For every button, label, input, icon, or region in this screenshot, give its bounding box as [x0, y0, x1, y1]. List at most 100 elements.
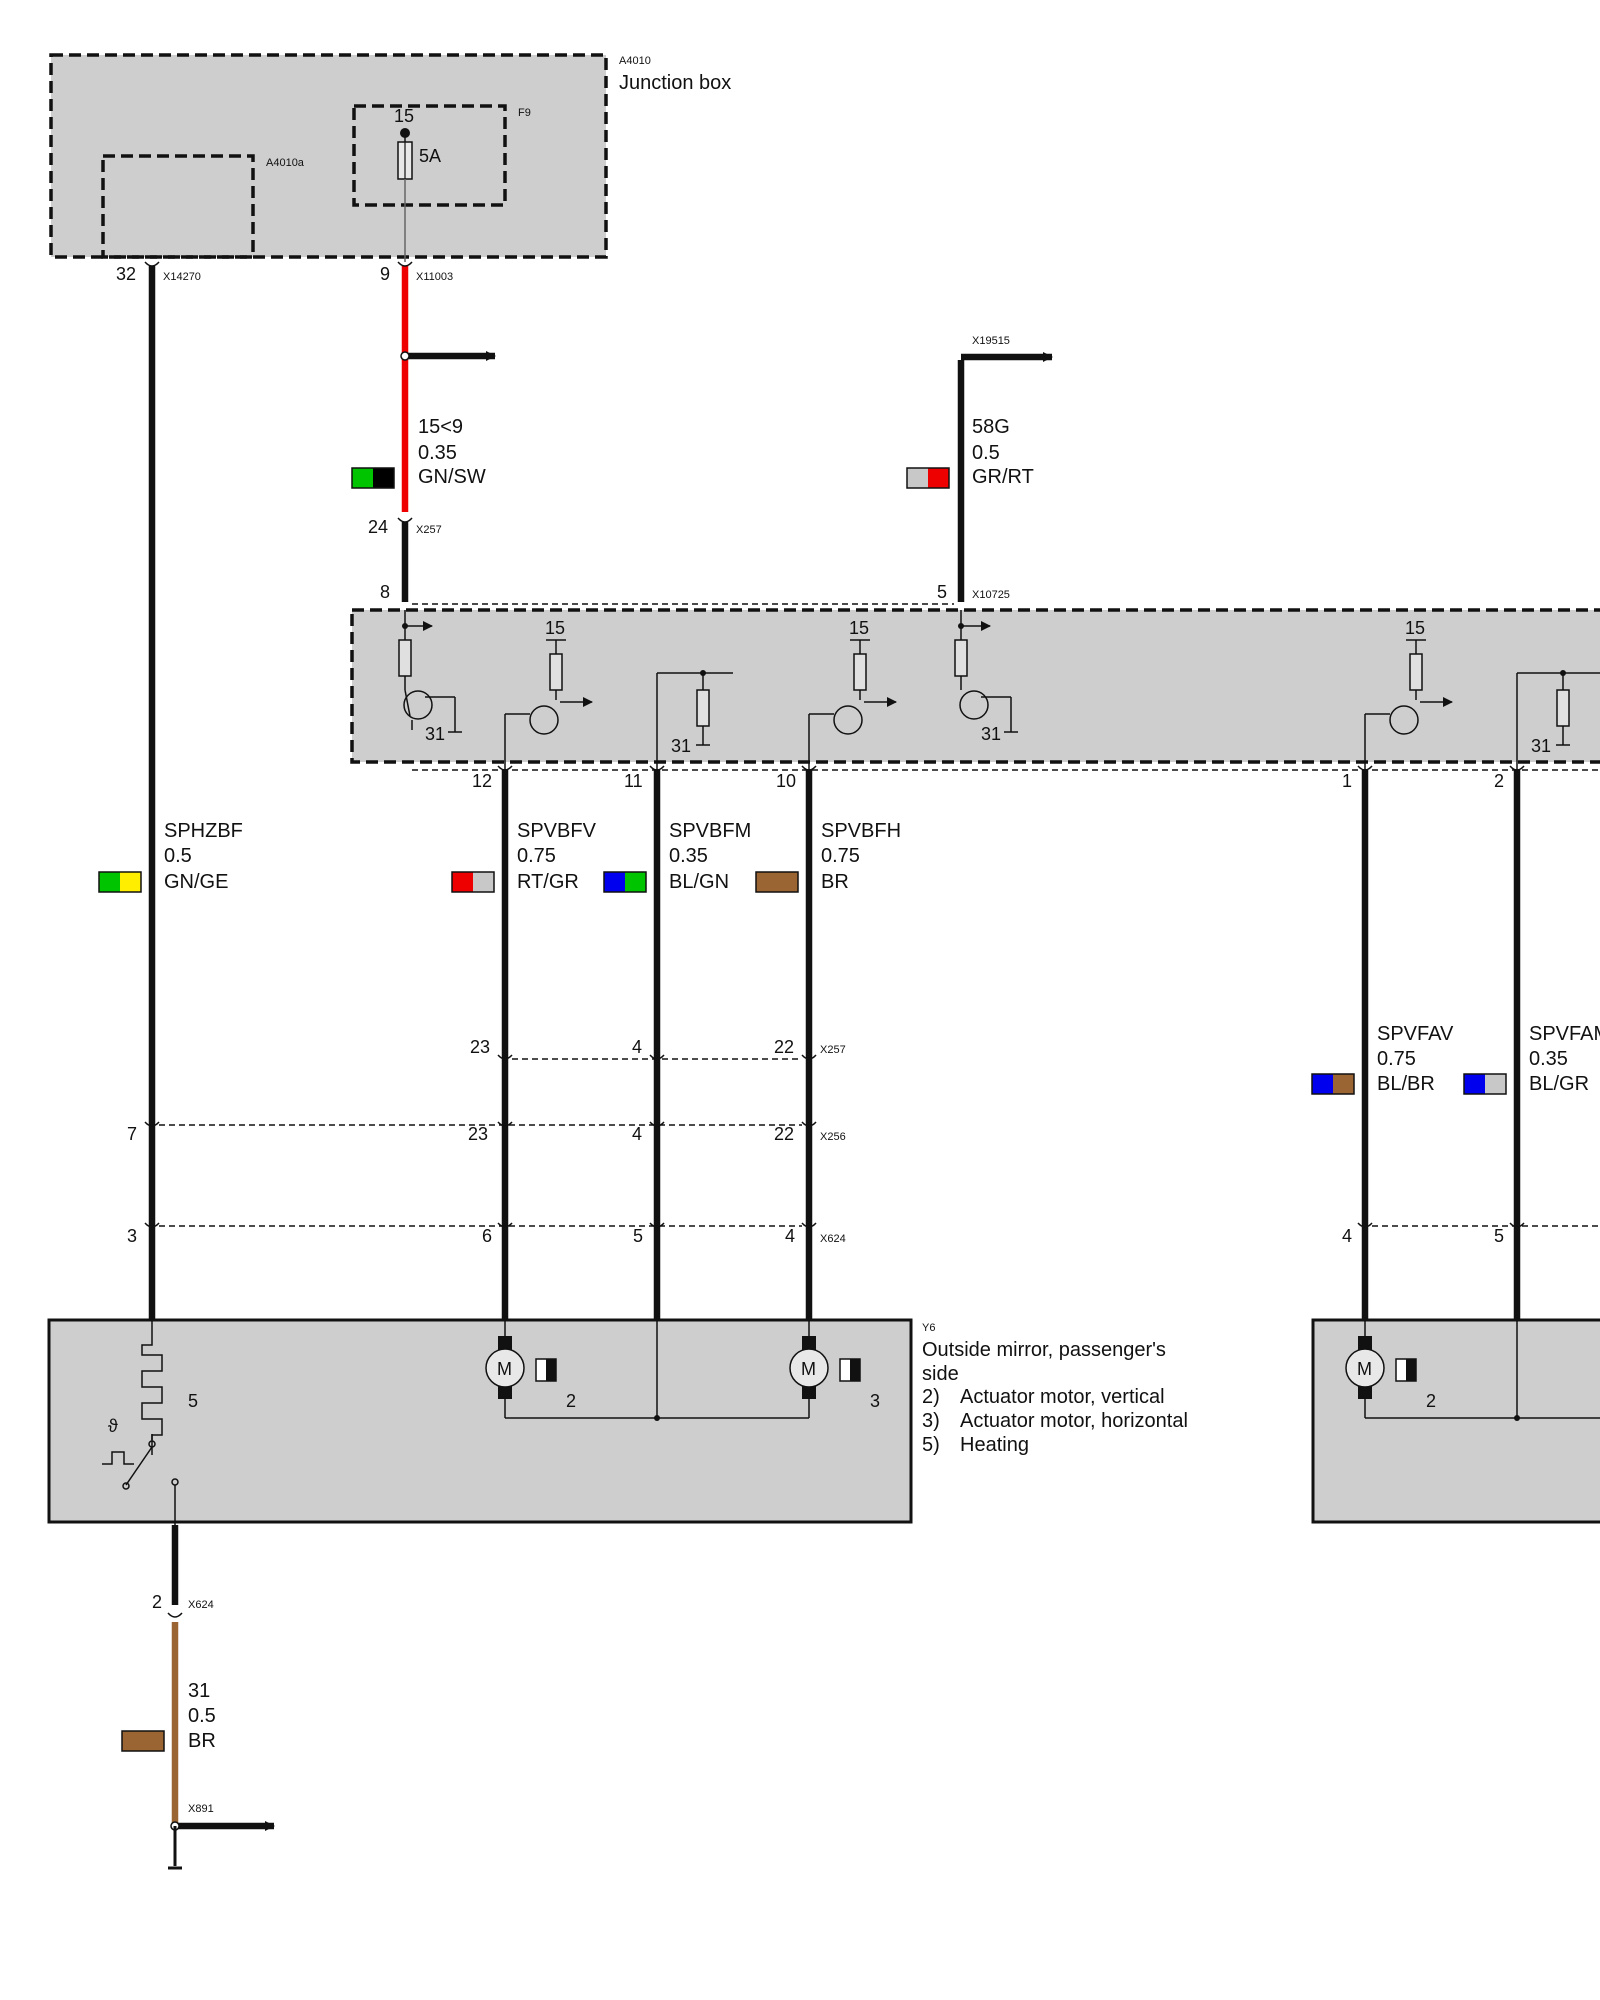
- mirror-item-num-3: 3): [922, 1410, 940, 1432]
- label-ground: 31 0.5 BR: [121, 1680, 216, 1752]
- color-swatch-feed: [351, 467, 395, 489]
- color-swatch-ground: [121, 1730, 165, 1752]
- motor-horizontal-icon: [789, 1348, 829, 1388]
- svg-text:0.5: 0.5: [188, 1705, 216, 1727]
- label-spvfam: SPVFAM 0.35 BL/GR: [1463, 1023, 1600, 1095]
- label-spvfav: SPVFAV 0.75 BL/BR: [1311, 1023, 1454, 1095]
- ecu-label-31-d: 31: [1531, 736, 1551, 756]
- svg-text:SPVBFM: SPVBFM: [669, 820, 751, 842]
- mirror-item-text-2: Actuator motor, vertical: [960, 1386, 1165, 1408]
- svg-text:BL/GR: BL/GR: [1529, 1073, 1589, 1095]
- svg-text:15<9: 15<9: [418, 416, 463, 438]
- svg-text:RT/GR: RT/GR: [517, 871, 579, 893]
- svg-text:SPVFAM: SPVFAM: [1529, 1023, 1600, 1045]
- mirror-title-2: side: [922, 1363, 959, 1385]
- label-spvbfm: SPVBFM 0.35 BL/GN: [603, 820, 751, 893]
- x624-pin-3: 3: [127, 1226, 137, 1246]
- label-spvbfh: SPVBFH 0.75 BR: [755, 820, 901, 893]
- mirror-item-text-5: Heating: [960, 1434, 1029, 1456]
- label-sphzbf: SPHZBF 0.5 GN/GE: [98, 820, 243, 893]
- svg-text:31: 31: [188, 1680, 210, 1702]
- svg-text:SPVFAV: SPVFAV: [1377, 1023, 1454, 1045]
- ecu-label-31-a: 31: [425, 724, 445, 744]
- control-unit-block: 31 15 31 15 31 15 31: [350, 608, 1600, 771]
- svg-text:BR: BR: [188, 1730, 216, 1752]
- x624-pin-4: 4: [785, 1226, 795, 1246]
- ecu-label-15-a: 15: [545, 618, 565, 638]
- pin-24: 24: [368, 517, 388, 537]
- transistor-input-icon: [403, 690, 433, 720]
- x257-pin-23: 23: [470, 1037, 490, 1057]
- x624-pin-6: 6: [482, 1226, 492, 1246]
- ecu-pin-10: 10: [776, 771, 796, 791]
- ecu-pin-11: 11: [624, 771, 643, 791]
- color-swatch-spvfam: [1463, 1073, 1507, 1095]
- transistor-pin10-icon: [833, 705, 863, 735]
- x624-pin-5-right: 5: [1494, 1226, 1504, 1246]
- label-58g: 58G 0.5 GR/RT: [906, 416, 1034, 489]
- transistor-pin12-icon: [529, 705, 559, 735]
- wires: [148, 266, 1521, 1870]
- svg-text:0.75: 0.75: [1377, 1048, 1416, 1070]
- pin-5-x10725: 5: [937, 582, 947, 602]
- svg-text:0.35: 0.35: [669, 845, 708, 867]
- svg-text:BL/BR: BL/BR: [1377, 1073, 1435, 1095]
- ecu-label-15-b: 15: [849, 618, 869, 638]
- ecu-pin-12: 12: [472, 771, 492, 791]
- fuse-rating: 5A: [419, 146, 441, 166]
- motor-driver-vertical-icon: [1345, 1348, 1385, 1388]
- x257-pin-22: 22: [774, 1037, 794, 1057]
- svg-text:GN/SW: GN/SW: [418, 466, 486, 488]
- svg-text:0.5: 0.5: [972, 442, 1000, 464]
- color-swatch-58g: [906, 467, 950, 489]
- color-swatch-sphzbf: [98, 871, 142, 893]
- color-swatch-spvfav: [1311, 1073, 1355, 1095]
- x256-pin-4: 4: [632, 1124, 642, 1144]
- x256-pin-22: 22: [774, 1124, 794, 1144]
- conn-x624: X624: [820, 1233, 846, 1245]
- label-feed: 15<9 0.35 GN/SW: [351, 416, 486, 489]
- color-swatch-spvbfv: [451, 871, 495, 893]
- x256-pin-23: 23: [468, 1124, 488, 1144]
- mirror-id: Y6: [922, 1322, 935, 1334]
- conn-x10725: X10725: [972, 589, 1010, 601]
- mirror-driver-partial: M 2: [1311, 1318, 1600, 1524]
- color-swatch-spvbfm: [603, 871, 647, 893]
- mirror-item-num-5: 5): [922, 1434, 940, 1456]
- mirror-title-1: Outside mirror, passenger's: [922, 1339, 1166, 1361]
- transistor-pin1-icon: [1389, 705, 1419, 735]
- pin-labels: 32 X14270 9 X11003 X19515 24 X257 8 5 X1…: [116, 264, 1504, 1815]
- ecu-label-31-c: 31: [981, 724, 1001, 744]
- x624-ground-pin: 2: [152, 1592, 162, 1612]
- x624-pin-5: 5: [633, 1226, 643, 1246]
- conn-x257: X257: [820, 1044, 846, 1056]
- svg-text:0.5: 0.5: [164, 845, 192, 867]
- conn-x624-ground: X624: [188, 1599, 214, 1611]
- color-swatch-spvbfh: [755, 871, 799, 893]
- svg-text:M: M: [497, 1359, 512, 1379]
- motor-vertical-icon: [485, 1348, 525, 1388]
- conn-x19515: X19515: [972, 335, 1010, 347]
- fuse-id: F9: [518, 107, 531, 119]
- svg-text:BL/GN: BL/GN: [669, 871, 729, 893]
- svg-text:0.75: 0.75: [821, 845, 860, 867]
- ecu-pin-2: 2: [1494, 771, 1504, 791]
- theta-symbol: ϑ: [108, 1416, 118, 1436]
- svg-text:0.75: 0.75: [517, 845, 556, 867]
- junction-box-id: A4010: [619, 55, 651, 67]
- svg-text:GR/RT: GR/RT: [972, 466, 1034, 488]
- heater-coil-icon: [141, 1320, 163, 1455]
- conn-x257-top: X257: [416, 524, 442, 536]
- fuse-terminal: 15: [394, 106, 414, 126]
- heater-ref: 5: [188, 1391, 198, 1411]
- svg-text:0.35: 0.35: [1529, 1048, 1568, 1070]
- pin-32: 32: [116, 264, 136, 284]
- thermo-switch-icon: [125, 1446, 153, 1486]
- pin-9: 9: [380, 264, 390, 284]
- motor-vertical-ref: 2: [566, 1391, 576, 1411]
- svg-text:SPVBFV: SPVBFV: [517, 820, 597, 842]
- fuse-box-f9: [352, 104, 507, 207]
- motor-driver-ref: 2: [1426, 1391, 1436, 1411]
- conn-x256: X256: [820, 1131, 846, 1143]
